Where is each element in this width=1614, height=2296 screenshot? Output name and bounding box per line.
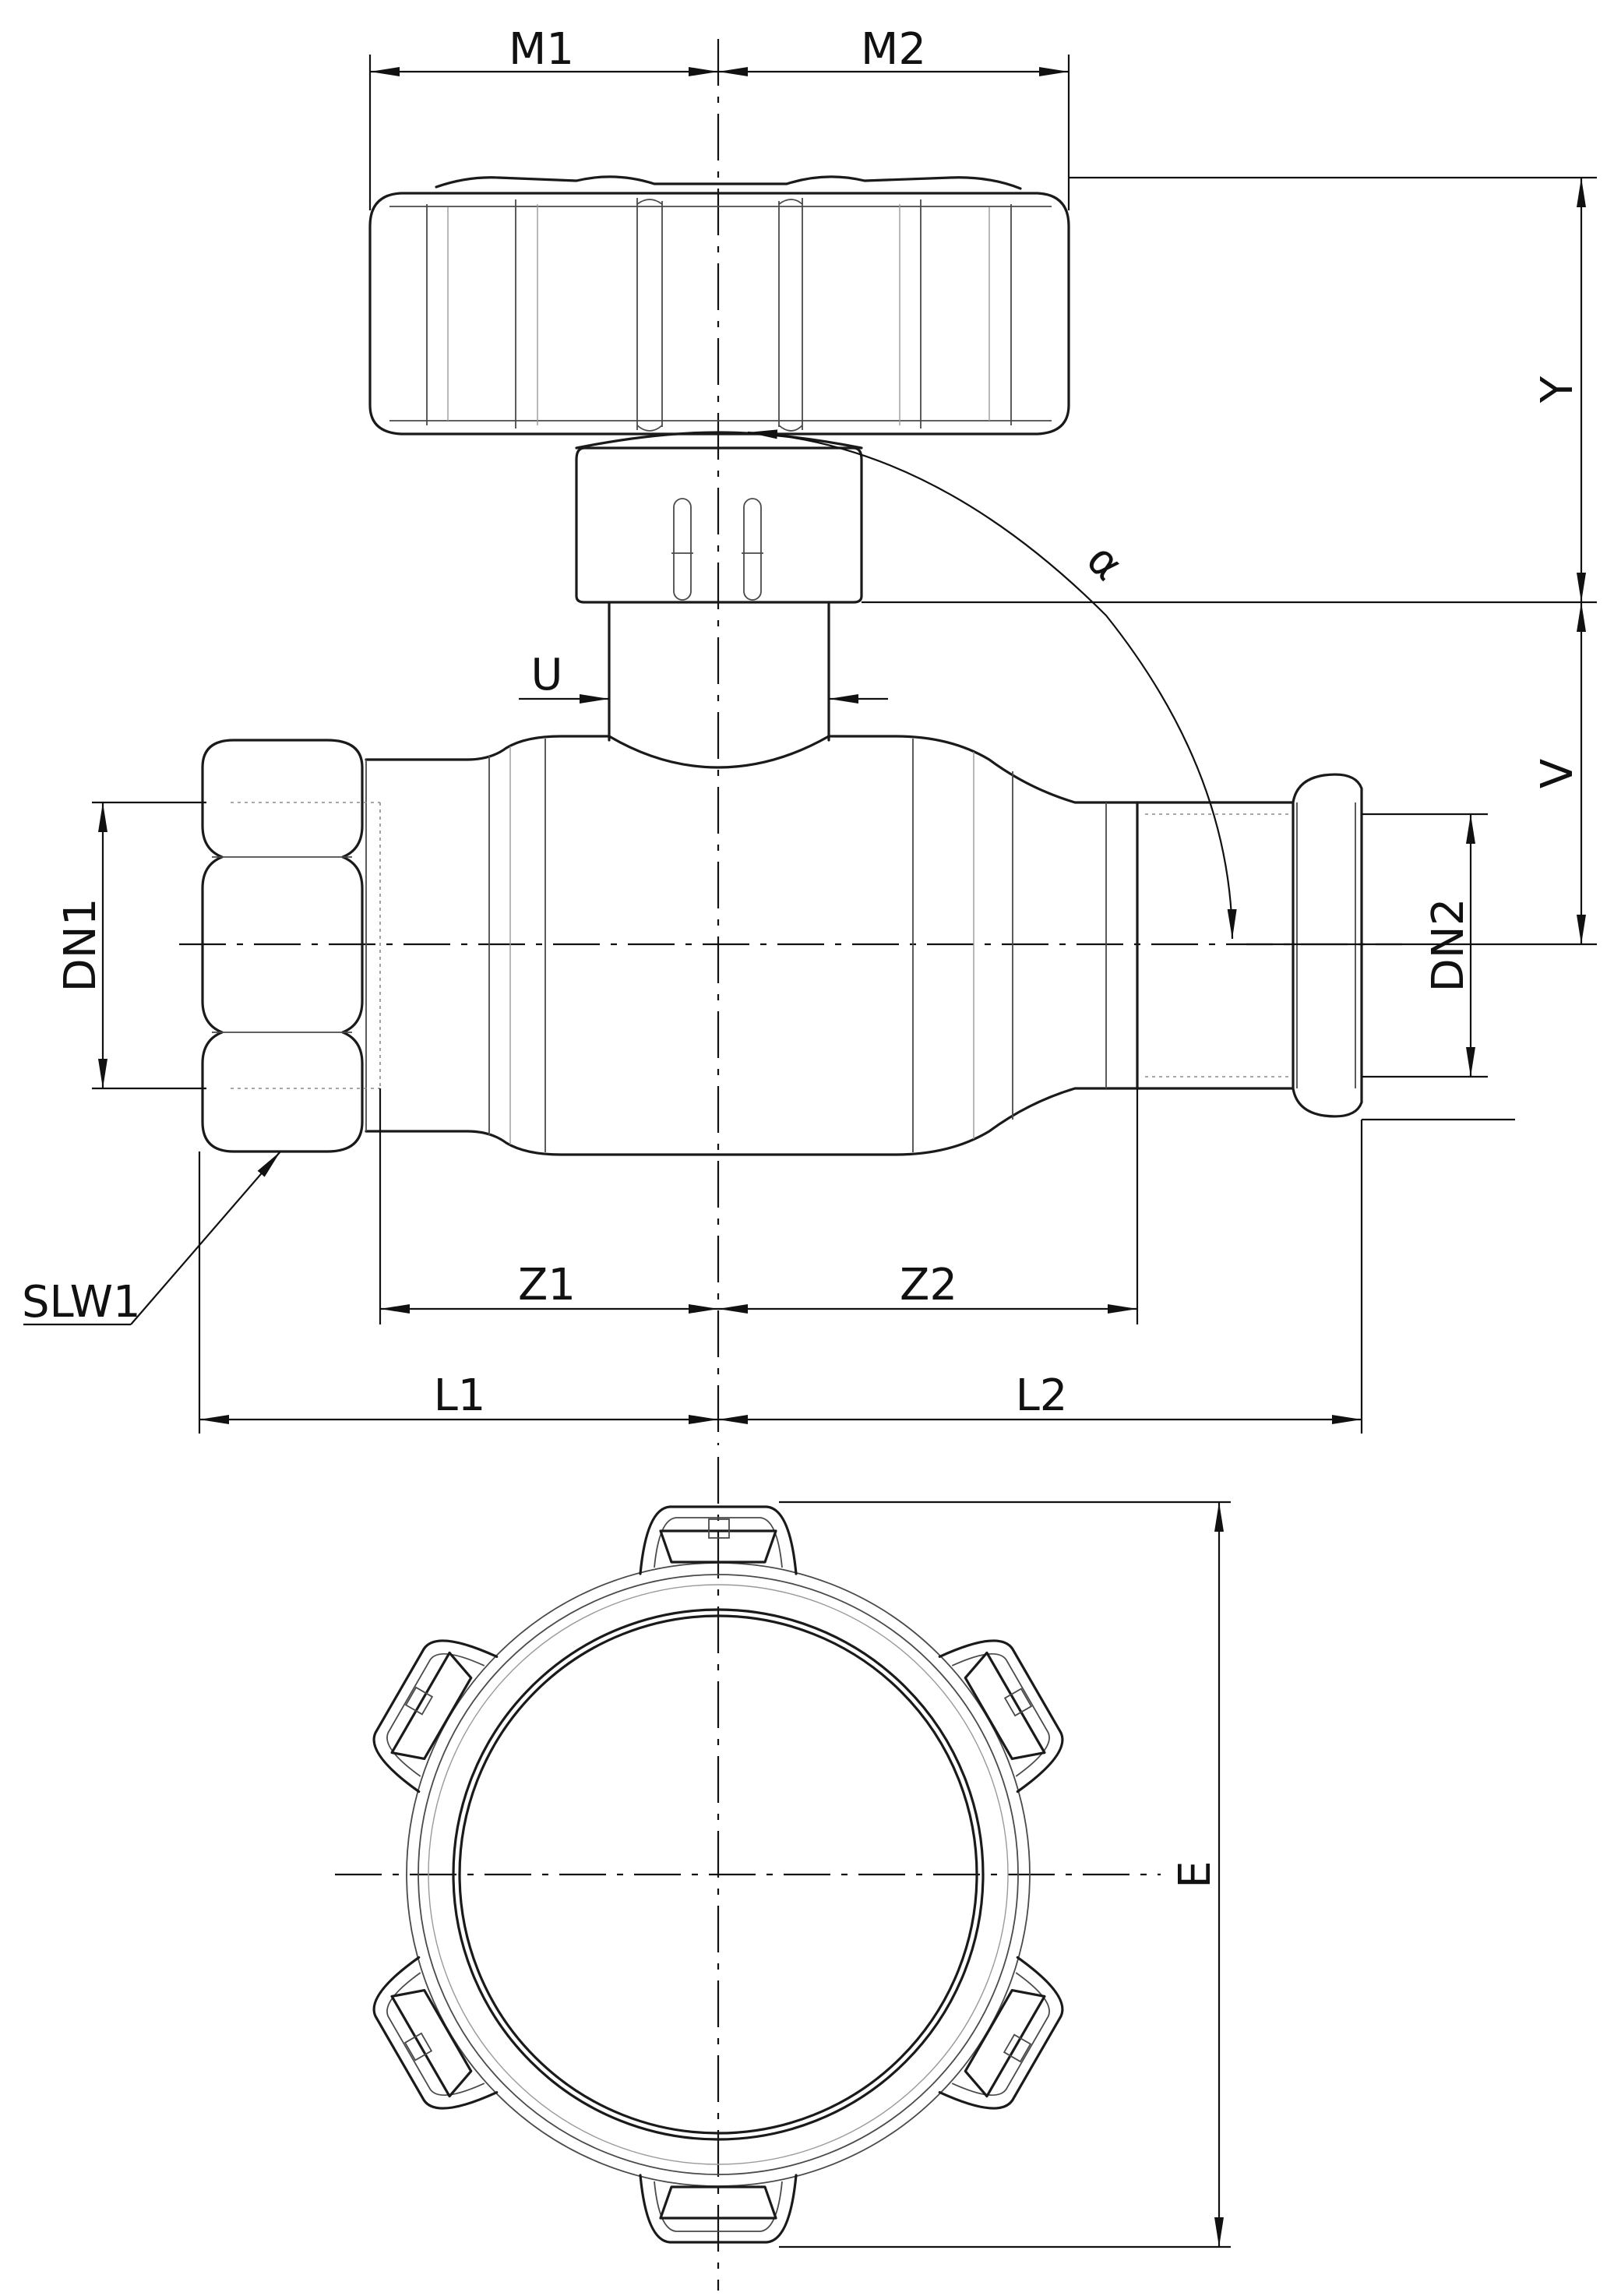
side-view bbox=[23, 39, 1597, 1445]
label-z2: Z2 bbox=[900, 1260, 957, 1310]
press-fitting bbox=[1136, 773, 1363, 1118]
label-alpha: α bbox=[1077, 534, 1133, 591]
label-y: Y bbox=[1532, 376, 1583, 404]
rotation-arc bbox=[747, 429, 1237, 940]
label-dn1: DN1 bbox=[55, 898, 106, 993]
dimension-e bbox=[779, 1501, 1231, 2248]
dimension-l bbox=[198, 1120, 1363, 1434]
dimension-dn2 bbox=[1362, 813, 1515, 1121]
label-l1: L1 bbox=[434, 1370, 486, 1421]
leader-slw1 bbox=[23, 1151, 281, 1326]
top-view bbox=[335, 1457, 1231, 2291]
label-dn2: DN2 bbox=[1423, 898, 1474, 993]
label-e: E bbox=[1170, 1860, 1221, 1888]
dimension-height bbox=[862, 176, 1597, 946]
label-v: V bbox=[1532, 759, 1583, 788]
label-z1: Z1 bbox=[518, 1260, 576, 1310]
dimension-labels: M1 M2 Y V U α DN1 DN2 SLW1 Z1 Z2 L1 L2 E bbox=[22, 24, 1583, 1889]
label-m2: M2 bbox=[861, 24, 926, 75]
label-u: U bbox=[531, 650, 563, 700]
handwheel-lugs bbox=[372, 1505, 1064, 2244]
label-m1: M1 bbox=[509, 24, 574, 75]
dimension-u bbox=[519, 694, 888, 704]
dimension-z bbox=[379, 1088, 1139, 1324]
handle bbox=[368, 175, 1070, 436]
label-slw1: SLW1 bbox=[22, 1277, 141, 1328]
valve-body bbox=[365, 735, 1139, 1156]
union-nut bbox=[201, 739, 381, 1153]
dimension-m bbox=[368, 55, 1070, 210]
dimension-dn1 bbox=[92, 801, 206, 1090]
label-l2: L2 bbox=[1016, 1370, 1068, 1421]
